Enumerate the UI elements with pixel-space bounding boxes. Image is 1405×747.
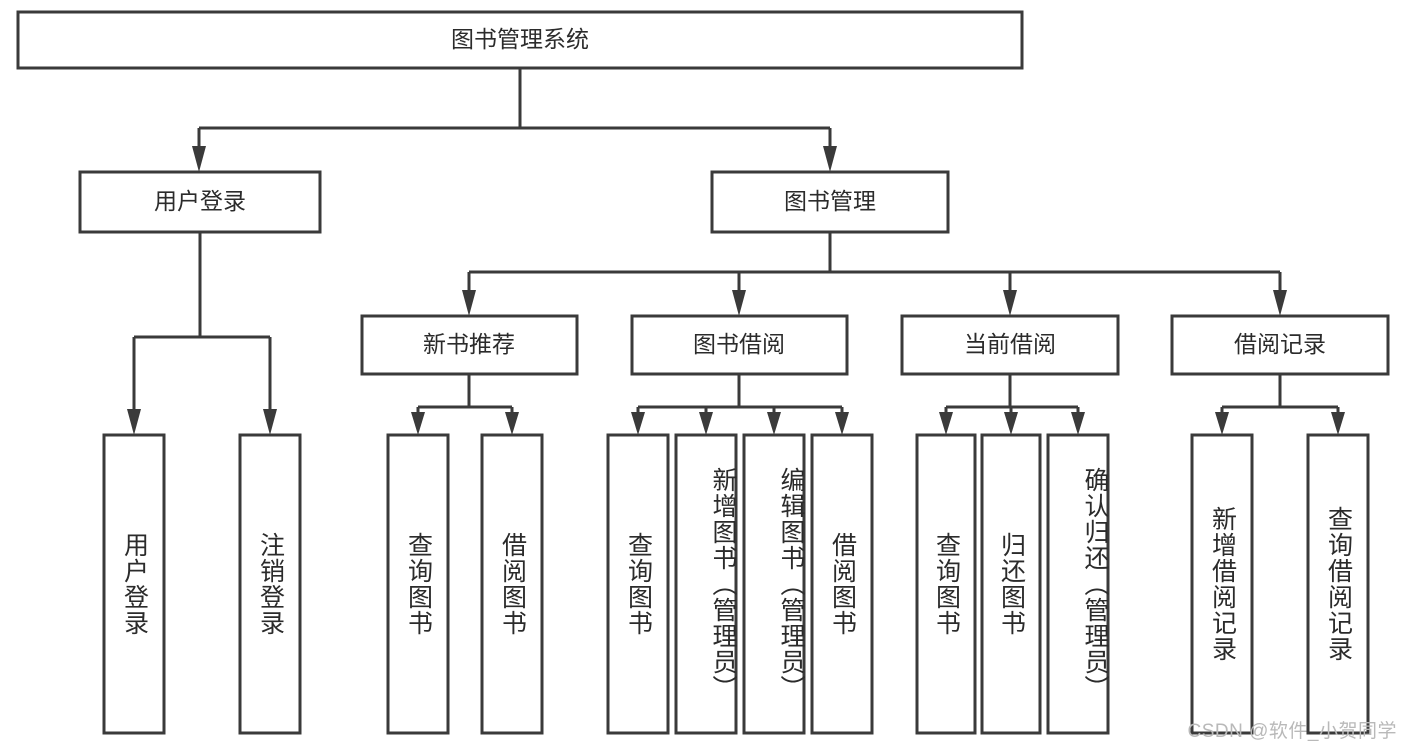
leaf-box-query-borrow-record[interactable] xyxy=(1306,433,1370,735)
arrowhead-root-to-book-mgmt xyxy=(823,146,837,172)
arrowhead-borrow-to-leaf1 xyxy=(631,412,645,435)
node-borrow-record-label: 借阅记录 xyxy=(1234,331,1326,357)
leaf-box-query-book-borrow[interactable] xyxy=(606,433,670,735)
leaf-box-add-book-admin[interactable] xyxy=(674,433,738,735)
leaf-box-borrow-book-newbook[interactable] xyxy=(480,433,544,735)
node-root-system[interactable]: 图书管理系统 xyxy=(16,10,1024,70)
leaf-box-logout-login[interactable] xyxy=(238,433,302,735)
arrowhead-root-to-user-login xyxy=(192,146,206,172)
leaf-box-user-login[interactable] xyxy=(102,433,166,735)
node-new-book-recommend-label: 新书推荐 xyxy=(423,331,515,357)
node-book-borrow-box[interactable] xyxy=(630,314,849,376)
node-borrow-record[interactable]: 借阅记录 xyxy=(1170,314,1390,376)
node-current-borrow-label: 当前借阅 xyxy=(964,331,1056,357)
arrowhead-bookmgmt-to-current xyxy=(1003,290,1017,316)
node-root-system-box[interactable] xyxy=(16,10,1024,70)
connector-layer xyxy=(127,68,1345,435)
leaf-box-query-book-current[interactable] xyxy=(915,433,977,735)
node-user-login-box[interactable] xyxy=(78,170,322,234)
arrowhead-newbook-to-leaf1 xyxy=(411,412,425,435)
node-current-borrow-box[interactable] xyxy=(900,314,1120,376)
leaf-box-edit-book-admin[interactable] xyxy=(742,433,806,735)
arrowhead-record-to-leaf1 xyxy=(1215,412,1229,435)
arrowhead-bookmgmt-to-record xyxy=(1273,290,1287,316)
node-user-login-label: 用户登录 xyxy=(154,188,246,214)
arrowhead-current-to-leaf1 xyxy=(939,412,953,435)
node-book-borrow[interactable]: 图书借阅 xyxy=(630,314,849,376)
arrowhead-current-to-leaf3 xyxy=(1071,412,1085,435)
arrowhead-bookmgmt-to-newbook xyxy=(462,290,476,316)
node-book-management-box[interactable] xyxy=(710,170,950,234)
node-borrow-record-box[interactable] xyxy=(1170,314,1390,376)
arrowhead-current-to-leaf2 xyxy=(1004,412,1018,435)
node-new-book-recommend-box[interactable] xyxy=(360,314,579,376)
node-new-book-recommend[interactable]: 新书推荐 xyxy=(360,314,579,376)
leaf-box-return-book[interactable] xyxy=(980,433,1042,735)
leaf-box-query-book-newbook[interactable] xyxy=(386,433,450,735)
node-current-borrow[interactable]: 当前借阅 xyxy=(900,314,1120,376)
arrowhead-borrow-to-leaf2 xyxy=(699,412,713,435)
arrowhead-userlogin-to-leaf2 xyxy=(263,409,277,435)
leaf-box-layer xyxy=(102,433,1370,735)
arrowhead-borrow-to-leaf4 xyxy=(835,412,849,435)
node-root-system-label: 图书管理系统 xyxy=(451,26,589,52)
arrowhead-record-to-leaf2 xyxy=(1331,412,1345,435)
arrowhead-newbook-to-leaf2 xyxy=(505,412,519,435)
leaf-box-add-borrow-record[interactable] xyxy=(1190,433,1254,735)
arrowhead-userlogin-to-leaf1 xyxy=(127,409,141,435)
node-user-login[interactable]: 用户登录 xyxy=(78,170,322,234)
node-book-management[interactable]: 图书管理 xyxy=(710,170,950,234)
arrowhead-borrow-to-leaf3 xyxy=(767,412,781,435)
node-book-management-label: 图书管理 xyxy=(784,188,876,214)
leaf-box-borrow-book[interactable] xyxy=(810,433,874,735)
leaf-box-confirm-return-admin[interactable] xyxy=(1046,433,1110,735)
node-book-borrow-label: 图书借阅 xyxy=(693,331,785,357)
arrowhead-bookmgmt-to-borrow xyxy=(732,290,746,316)
